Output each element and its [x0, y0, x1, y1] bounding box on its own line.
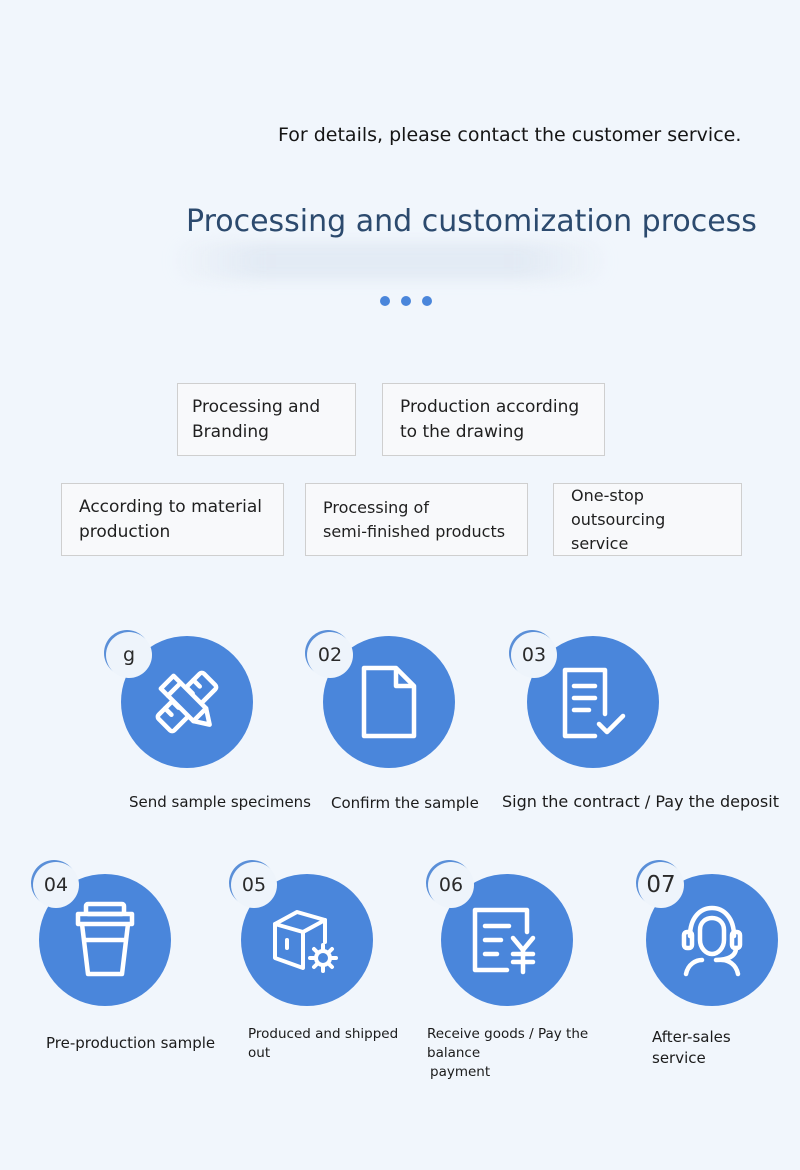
page-title: Processing and customization process [186, 204, 757, 239]
step-number-badge: 05 [231, 862, 277, 908]
step-number-badge: 03 [511, 632, 557, 678]
step-label: Send sample specimens [129, 793, 311, 811]
service-box-line: production [79, 521, 171, 542]
service-box-line: to the drawing [400, 421, 525, 442]
decorative-dot [422, 296, 432, 306]
ruler-pencil-icon [155, 670, 219, 734]
invoice-yen-icon [472, 907, 536, 975]
step-label: Pre-production sample [46, 1034, 216, 1052]
service-box-line: Branding [192, 421, 269, 442]
contract-check-icon [562, 667, 626, 739]
service-box-line: semi-finished products [323, 521, 506, 541]
contact-note: For details, please contact the customer… [278, 124, 742, 146]
document-icon [361, 665, 417, 739]
service-box-production-drawing: Production according to the drawing [382, 383, 605, 456]
headset-agent-icon [681, 905, 743, 977]
step-label: Confirm the sample [331, 794, 479, 812]
step-number-badge: 07 [638, 862, 684, 908]
cup-icon [75, 901, 135, 977]
step-circle-send-samples [121, 636, 253, 768]
box-gear-icon [273, 910, 338, 973]
step-label: Receive goods / Pay the balance payment [427, 1025, 637, 1082]
step-number-badge: g [106, 632, 152, 678]
step-number-badge: 06 [428, 862, 474, 908]
step-label: Produced and shipped out [248, 1026, 399, 1061]
service-box-material-production: According to material production [61, 483, 284, 556]
service-box-line: outsourcing service [571, 509, 666, 553]
service-box-line: One-stop [571, 485, 644, 505]
step-number-badge: 02 [307, 632, 353, 678]
step-label: Sign the contract / Pay the deposit [502, 792, 779, 811]
service-box-line: Production according [400, 396, 580, 417]
service-box-one-stop: One-stop outsourcing service [553, 483, 742, 556]
service-box-semi-finished: Processing of semi-finished products [305, 483, 528, 556]
step-label: After-sales service [652, 1027, 731, 1069]
decorative-dot [401, 296, 411, 306]
title-shadow-decoration [170, 242, 610, 280]
service-box-line: According to material [79, 496, 263, 517]
decorative-dot [380, 296, 390, 306]
service-box-line: Processing and [192, 396, 321, 417]
step-label-line: After-sales [652, 1028, 731, 1046]
service-box-line: Processing of [323, 497, 429, 517]
step-number-badge: 04 [33, 862, 79, 908]
step-label-line: payment [430, 1064, 491, 1080]
step-label-line: service [652, 1049, 706, 1067]
step-label-line: Receive goods / Pay the balance [427, 1026, 589, 1061]
